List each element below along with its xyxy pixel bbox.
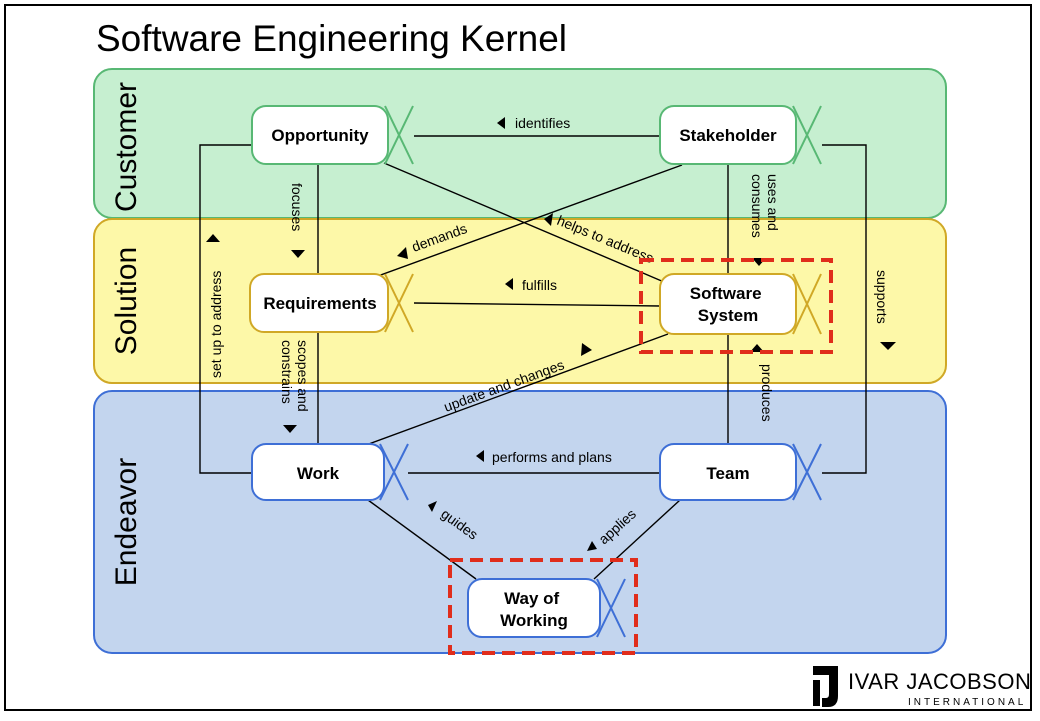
- label-fulfills: fulfills: [522, 277, 557, 293]
- alpha-requirements-state-cross: [384, 273, 414, 333]
- connector-requirements-software-system: [413, 302, 661, 307]
- alpha-team-box: [659, 443, 797, 501]
- set-up-to-address-arrow-icon: [206, 234, 220, 242]
- diagram-title: Software Engineering Kernel: [96, 18, 568, 59]
- lane-endeavor-label: Endeavor: [110, 458, 143, 586]
- alpha-team-state-cross: [792, 443, 822, 501]
- connector-work-opportunity: [199, 144, 254, 474]
- scopes-and-constrains-arrow-icon: [283, 425, 297, 433]
- alpha-work-label: Work: [297, 464, 340, 483]
- connector-software-system-work: [365, 333, 669, 446]
- alpha-way-of-working-state-cross: [596, 578, 626, 638]
- label-uses-and-consumes-line-1: uses and: [765, 174, 781, 231]
- alpha-way-of-working-box: [467, 578, 601, 638]
- logo-subtitle: INTERNATIONAL: [908, 697, 1026, 708]
- guides-arrow-icon: [428, 501, 437, 512]
- alpha-team-label: Team: [706, 464, 749, 483]
- alpha-stakeholder-label: Stakeholder: [679, 126, 777, 145]
- fulfills-arrow-icon: [505, 278, 513, 290]
- connector-stakeholder-requirements: [377, 164, 683, 277]
- connector-team-way-of-working: [593, 499, 681, 580]
- alpha-software-system-label-line-1: Software: [690, 284, 762, 303]
- alpha-software-system-label: Software System: [690, 284, 767, 325]
- alpha-work: Work: [251, 443, 409, 501]
- ivar-jacobson-logo: IVAR JACOBSON INTERNATIONAL: [813, 666, 1031, 708]
- logo-mark-icon: [813, 666, 838, 707]
- alpha-way-of-working: Way of Working: [467, 578, 626, 638]
- label-uses-and-consumes: uses and consumes: [749, 174, 781, 238]
- alpha-opportunity-state-cross: [384, 105, 414, 165]
- alpha-opportunity: Opportunity: [251, 105, 414, 165]
- demands-arrow-icon: [397, 247, 408, 259]
- alpha-stakeholder-box: [659, 105, 797, 165]
- focuses-arrow-icon: [291, 250, 305, 258]
- lane-customer: Customer: [93, 68, 947, 219]
- label-identifies: identifies: [515, 115, 570, 131]
- helps-to-address-arrow-icon: [544, 213, 553, 226]
- alpha-requirements: Requirements: [249, 273, 414, 333]
- alpha-opportunity-box: [251, 105, 389, 165]
- label-supports: supports: [874, 270, 890, 324]
- alpha-stakeholder: Stakeholder: [659, 105, 822, 165]
- lane-customer-label: Customer: [110, 82, 143, 212]
- identifies-arrow-icon: [497, 117, 505, 129]
- alpha-software-system-box: [659, 273, 797, 335]
- logo-mark-accent-icon: [813, 680, 820, 706]
- label-scopes-and-constrains-line-1: scopes and: [295, 340, 311, 412]
- alpha-requirements-box: [249, 273, 389, 333]
- alpha-requirements-label: Requirements: [263, 294, 376, 313]
- performs-and-plans-arrow-icon: [476, 450, 484, 462]
- alpha-way-of-working-label-line-1: Way of: [504, 589, 559, 608]
- alpha-software-system-label-line-2: System: [698, 306, 758, 325]
- label-uses-and-consumes-line-2: consumes: [749, 174, 765, 238]
- alpha-work-state-cross: [379, 443, 409, 501]
- logo-name: IVAR JACOBSON: [848, 669, 1031, 694]
- alpha-software-system: Software System: [659, 273, 822, 335]
- alpha-way-of-working-label-line-2: Working: [500, 611, 568, 630]
- connector-work-way-of-working: [367, 499, 477, 580]
- supports-arrow-icon: [880, 342, 896, 350]
- label-performs-and-plans: performs and plans: [492, 449, 612, 465]
- connectors: [199, 135, 867, 580]
- alpha-software-system-state-cross: [792, 273, 822, 335]
- connector-team-stakeholder: [822, 144, 867, 474]
- applies-arrow-icon: [587, 541, 597, 551]
- label-scopes-and-constrains-line-2: constrains: [279, 340, 295, 404]
- alpha-stakeholder-state-cross: [792, 105, 822, 165]
- label-produces: produces: [759, 364, 775, 422]
- connector-opportunity-software-system: [383, 162, 665, 283]
- alpha-team: Team: [659, 443, 822, 501]
- alpha-work-box: [251, 443, 385, 501]
- alpha-way-of-working-label: Way of Working: [500, 589, 568, 630]
- direction-arrows: [206, 117, 896, 551]
- lane-solution-label: Solution: [110, 247, 143, 355]
- alpha-opportunity-label: Opportunity: [271, 126, 369, 145]
- update-and-changes-arrow-icon: [581, 343, 592, 356]
- lane-customer-band: [93, 68, 947, 219]
- label-set-up-to-address: set up to address: [208, 271, 224, 378]
- focus-box-way-of-working: [448, 558, 638, 655]
- label-scopes-and-constrains: scopes and constrains: [279, 340, 311, 416]
- label-focuses: focuses: [289, 183, 305, 231]
